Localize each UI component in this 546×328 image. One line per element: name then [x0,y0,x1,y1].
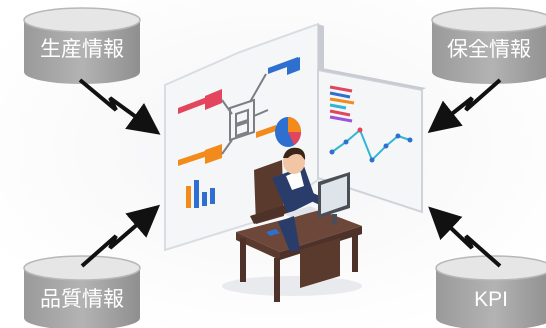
lightning-arrow-icon [428,206,502,268]
kpi-label: KPI [474,288,508,311]
database-maintenance-icon [431,7,546,84]
bar-chart-icon [186,180,215,208]
lightning-arrow-icon [80,204,161,268]
database-quality-icon [23,255,141,328]
line-chart-icon [329,127,413,163]
maintenance-info-label: 保全情報 [447,39,531,60]
lightning-arrow-icon [78,78,161,135]
database-production-icon [23,7,141,84]
production-info-label: 生産情報 [40,37,124,61]
database-kpi-icon [435,255,546,328]
analyst-at-desk-illustration [222,147,362,302]
quality-info-label: 品質情報 [40,287,124,311]
lightning-arrow-icon [427,78,502,133]
pie-chart-icon [275,117,301,147]
